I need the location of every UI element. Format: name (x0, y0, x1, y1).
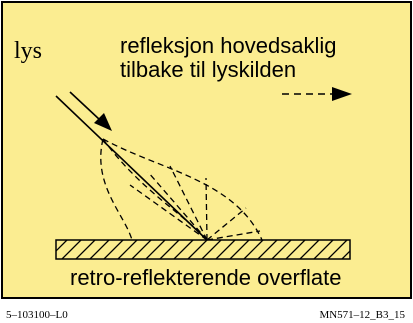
reflection-lobe (100, 138, 263, 241)
retroreflective-surface (55, 239, 351, 260)
diagram-background (1, 1, 412, 299)
arrow-right-icon (332, 87, 352, 101)
diagram-panel (1, 1, 412, 299)
arrowhead-icon (94, 113, 112, 131)
label-surface: retro-reflekterende overflate (70, 265, 342, 290)
label-reflection-line2: tilbake til lyskilden (120, 57, 297, 82)
dashed-direction-arrow (282, 87, 352, 101)
footer-left-code: 5–103100–L0 (6, 309, 68, 321)
label-light: lys (14, 38, 43, 64)
footer-right-code: MN571–12_B3_15 (319, 309, 405, 321)
label-reflection-line1: refleksjon hovedsaklig (120, 33, 337, 58)
